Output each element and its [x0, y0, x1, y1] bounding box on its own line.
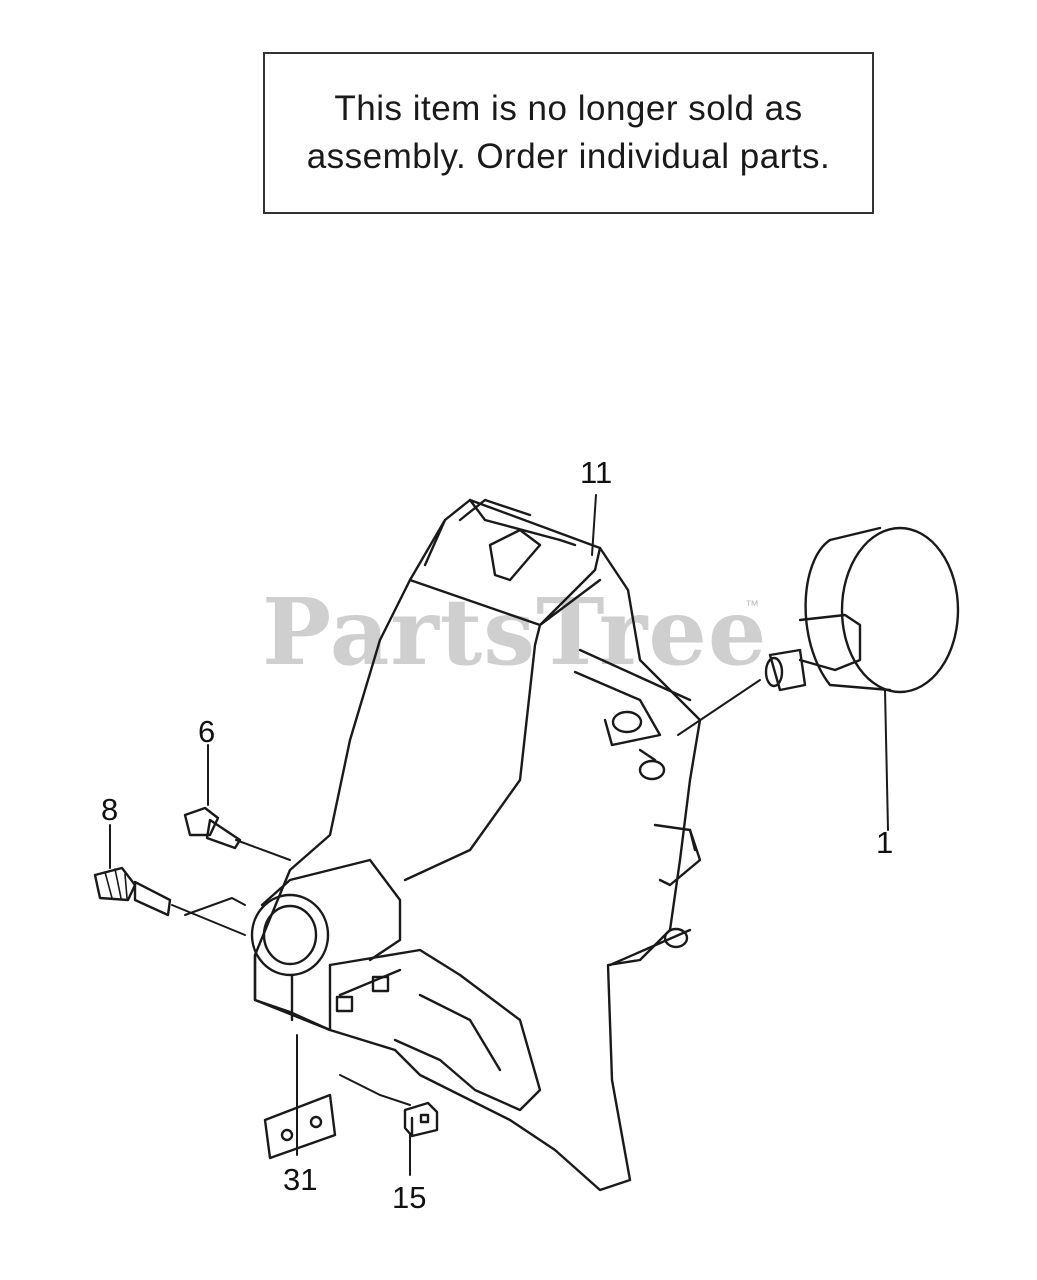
callout-15: 15: [392, 1180, 427, 1215]
callout-11: 11: [580, 455, 613, 490]
housing-part-11: [250, 498, 702, 1192]
callout-6: 6: [198, 714, 216, 749]
screw-part-6: [183, 806, 291, 861]
leader-lines: [109, 494, 889, 1176]
callout-8: 8: [101, 792, 119, 827]
watermark-logo: PartsTree: [262, 578, 768, 686]
notice-text: This item is no longer sold as assembly.…: [306, 89, 831, 176]
trademark-symbol: ™: [745, 597, 759, 613]
nut-part-15: [403, 1101, 439, 1138]
callout-31: 31: [283, 1162, 318, 1197]
plate-part-31: [263, 1093, 337, 1160]
callout-1: 1: [876, 825, 894, 860]
knob-screw-part-8: [93, 866, 246, 936]
notice-box: This item is no longer sold as assembly.…: [263, 52, 874, 214]
clutch-drum-part-1: [677, 526, 960, 736]
